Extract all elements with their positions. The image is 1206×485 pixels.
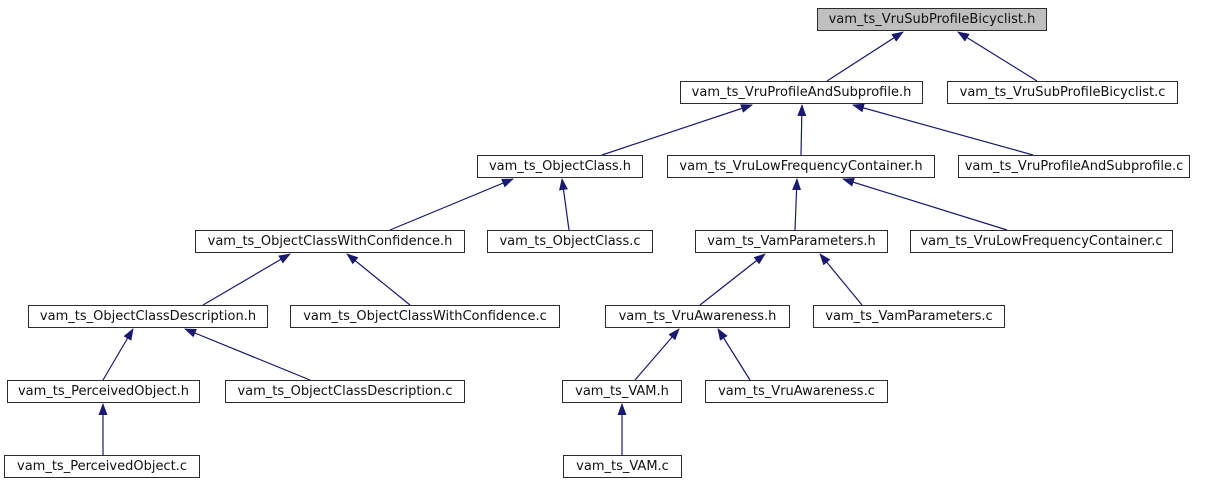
node-objectclass-h[interactable]: vam_ts_ObjectClass.h bbox=[477, 155, 643, 178]
node-perceivedobject-c[interactable]: vam_ts_PerceivedObject.c bbox=[4, 455, 200, 478]
dependency-edge bbox=[389, 178, 514, 231]
dependency-edge bbox=[852, 103, 1034, 156]
dependency-edge bbox=[826, 31, 904, 82]
node-vam-h[interactable]: vam_ts_VAM.h bbox=[562, 380, 682, 403]
node-vruawareness-h[interactable]: vam_ts_VruAwareness.h bbox=[605, 305, 790, 328]
dependency-edge bbox=[797, 104, 807, 156]
dependency-edge bbox=[957, 31, 1038, 82]
node-objectclassdescription-h[interactable]: vam_ts_ObjectClassDescription.h bbox=[28, 305, 268, 328]
node-vrusubprofilebicyclist-h[interactable]: vam_ts_VruSubProfileBicyclist.h bbox=[817, 8, 1047, 31]
node-objectclasswithconfidence-h[interactable]: vam_ts_ObjectClassWithConfidence.h bbox=[195, 230, 465, 253]
node-vruawareness-c[interactable]: vam_ts_VruAwareness.c bbox=[705, 380, 888, 403]
dependency-edge bbox=[102, 328, 134, 381]
node-objectclassdescription-c[interactable]: vam_ts_ObjectClassDescription.c bbox=[225, 380, 465, 403]
node-vam-c[interactable]: vam_ts_VAM.c bbox=[563, 455, 682, 478]
node-vrulowfrequencycontainer-h[interactable]: vam_ts_VruLowFrequencyContainer.h bbox=[667, 155, 935, 178]
dependency-edge bbox=[346, 253, 411, 306]
node-vamparameters-h[interactable]: vam_ts_VamParameters.h bbox=[695, 230, 888, 253]
dependency-edge bbox=[842, 177, 1008, 231]
dependency-edge bbox=[634, 328, 680, 381]
dependency-edge bbox=[559, 178, 570, 231]
node-vrulowfrequencycontainer-c[interactable]: vam_ts_VruLowFrequencyContainer.c bbox=[910, 230, 1173, 253]
dependency-edge bbox=[184, 328, 311, 381]
node-vrusubprofilebicyclist-c[interactable]: vam_ts_VruSubProfileBicyclist.c bbox=[947, 81, 1178, 104]
dependency-edge bbox=[699, 253, 766, 306]
node-objectclasswithconfidence-c[interactable]: vam_ts_ObjectClassWithConfidence.c bbox=[290, 305, 560, 328]
dependency-edge bbox=[601, 104, 753, 156]
dependency-edge bbox=[717, 328, 751, 381]
node-vruprofileandsubprofile-c[interactable]: vam_ts_VruProfileAndSubprofile.c bbox=[958, 155, 1190, 178]
node-objectclass-c[interactable]: vam_ts_ObjectClass.c bbox=[487, 230, 653, 253]
node-vamparameters-c[interactable]: vam_ts_VamParameters.c bbox=[813, 305, 1005, 328]
dependency-edge bbox=[202, 253, 291, 306]
node-perceivedobject-h[interactable]: vam_ts_PerceivedObject.h bbox=[7, 380, 200, 403]
node-vruprofileandsubprofile-h[interactable]: vam_ts_VruProfileAndSubprofile.h bbox=[680, 81, 923, 104]
dependency-edge bbox=[819, 253, 863, 306]
dependency-edge bbox=[792, 178, 802, 231]
